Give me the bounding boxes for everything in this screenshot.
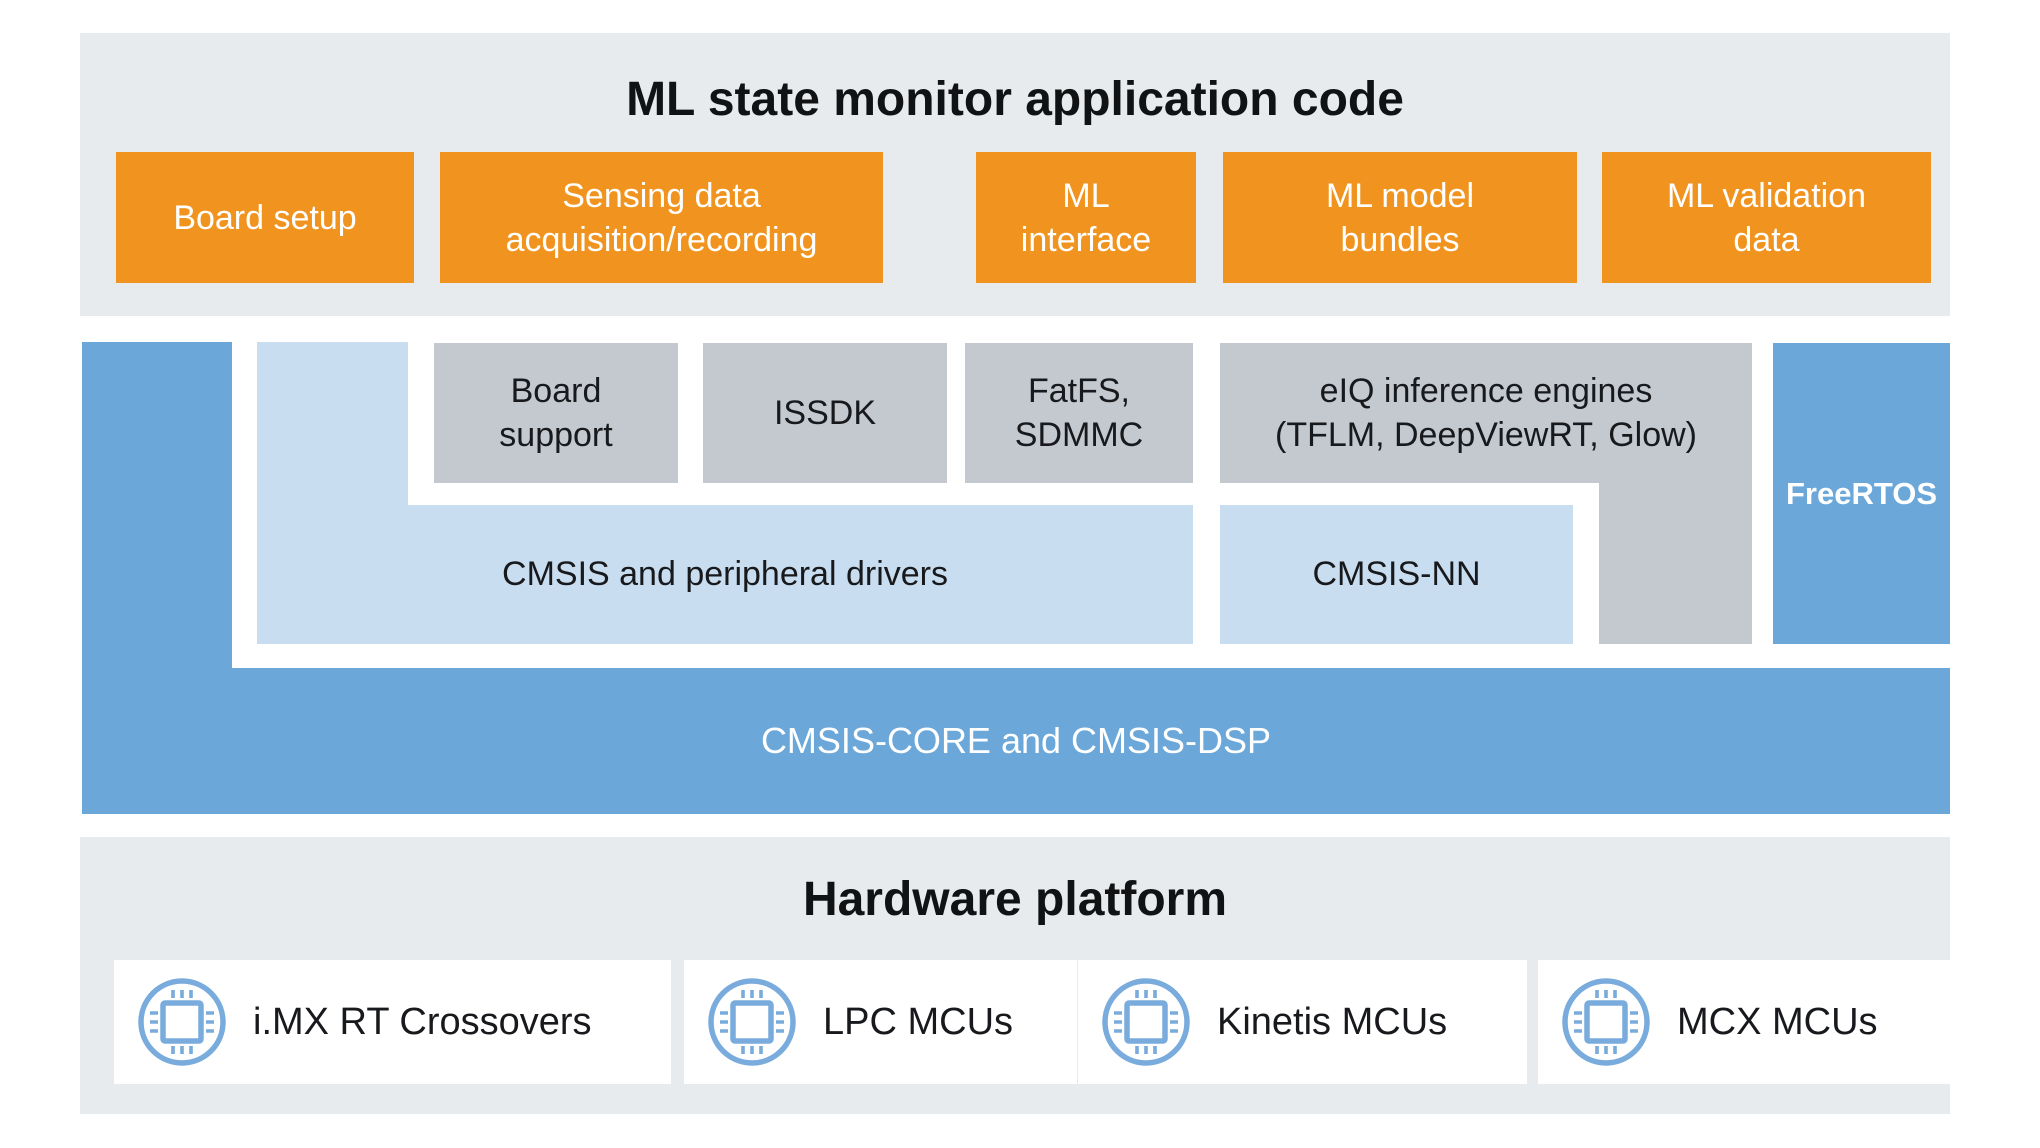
card-mcx-mcus: MCX MCUs [1538, 960, 1967, 1084]
box-ml-validation-data: ML validation data [1602, 152, 1931, 283]
box-ml-model-bundles: ML model bundles [1223, 152, 1577, 283]
box-issdk-label: ISSDK [773, 394, 877, 432]
card-mcx-mcus-label: MCX MCUs [1677, 1000, 1878, 1043]
box-eiq-inference-engines: eIQ inference engines (TFLM, DeepViewRT,… [1220, 343, 1752, 483]
box-board-support-label: Board support [499, 372, 613, 454]
box-ml-interface-label: ML interface [1020, 176, 1152, 259]
box-cmsis-nn-label: CMSIS-NN [1312, 555, 1481, 593]
app-code-section: ML state monitor application code Board … [80, 33, 1950, 316]
card-imx-rt-crossovers-label: i.MX RT Crossovers [253, 1000, 592, 1043]
hardware-section: Hardware platform i.MX RT Crossovers LPC… [80, 837, 1967, 1114]
chip-icon [1562, 978, 1650, 1066]
box-board-support: Board support [434, 343, 678, 483]
box-freertos-label: FreeRTOS [1785, 475, 1938, 511]
box-cmsis-nn: CMSIS-NN [1220, 505, 1573, 644]
box-board-setup: Board setup [116, 152, 414, 283]
cmsis-core-band-label: CMSIS-CORE and CMSIS-DSP [760, 720, 1272, 761]
card-kinetis-mcus-label: Kinetis MCUs [1217, 1000, 1448, 1043]
hardware-section-title: Hardware platform [802, 873, 1228, 926]
card-lpc-mcus: LPC MCUs [684, 960, 1077, 1084]
box-board-setup-label: Board setup [173, 198, 357, 237]
box-ml-interface: ML interface [976, 152, 1196, 283]
box-sensing-data: Sensing data acquisition/recording [440, 152, 883, 283]
card-kinetis-mcus: Kinetis MCUs [1078, 960, 1527, 1084]
cmsis-drivers-bar: CMSIS and peripheral drivers [257, 505, 1193, 644]
box-fatfs-sdmmc: FatFS, SDMMC [965, 343, 1193, 483]
box-eiq-extension [1599, 480, 1752, 644]
chip-icon [138, 978, 226, 1066]
app-code-section-title: ML state monitor application code [626, 73, 1404, 126]
box-eiq-inference-engines-label: eIQ inference engines (TFLM, DeepViewRT,… [1275, 372, 1697, 454]
box-fatfs-sdmmc-label: FatFS, SDMMC [1014, 372, 1144, 454]
box-ml-model-bundles-label: ML model bundles [1325, 176, 1475, 259]
box-ml-validation-data-label: ML validation data [1666, 176, 1867, 259]
cmsis-core-band: CMSIS-CORE and CMSIS-DSP [82, 668, 1950, 814]
box-sensing-data-label: Sensing data acquisition/recording [505, 176, 818, 259]
box-issdk: ISSDK [703, 343, 947, 483]
chip-icon [1102, 978, 1190, 1066]
card-lpc-mcus-label: LPC MCUs [823, 1000, 1014, 1043]
box-freertos: FreeRTOS [1773, 343, 1950, 644]
card-imx-rt-crossovers: i.MX RT Crossovers [114, 960, 671, 1084]
chip-icon [708, 978, 796, 1066]
cmsis-drivers-label: CMSIS and peripheral drivers [502, 555, 948, 593]
